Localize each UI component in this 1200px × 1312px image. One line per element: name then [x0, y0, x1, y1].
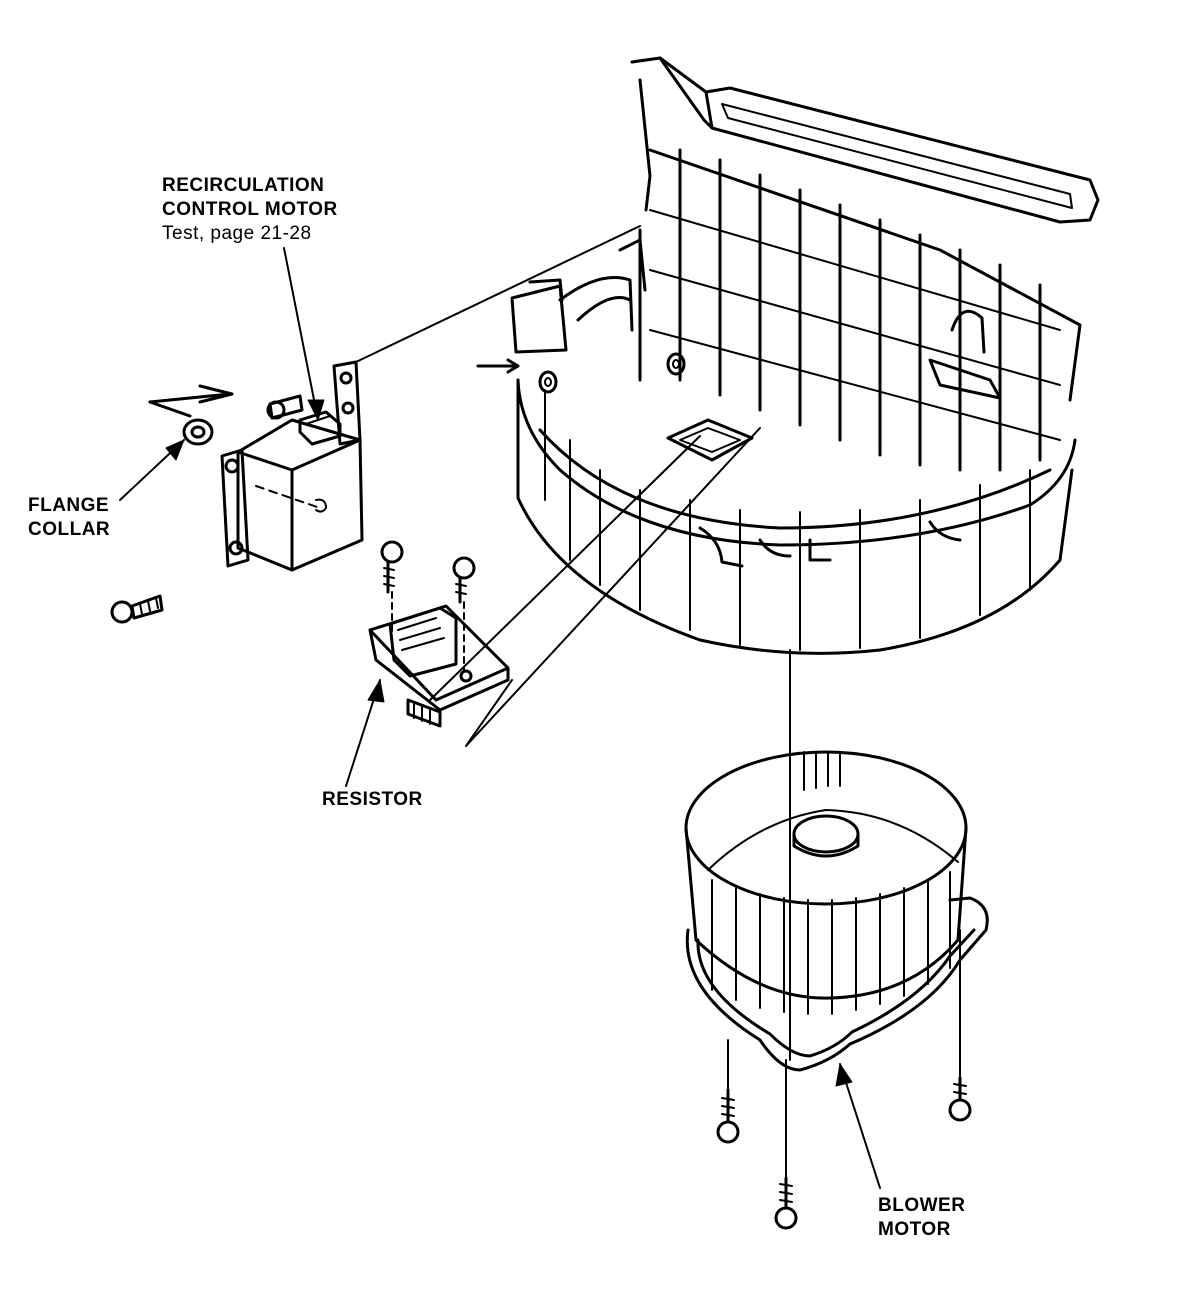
blower-housing — [478, 58, 1098, 653]
resistor-label: RESISTOR — [322, 788, 423, 812]
blower-label-line1: BLOWER — [878, 1195, 966, 1216]
leader-lines — [120, 226, 960, 1188]
recirculation-control-motor — [112, 362, 362, 622]
recirc-label-line2: CONTROL MOTOR — [162, 199, 338, 220]
flange-label-line2: COLLAR — [28, 519, 111, 540]
resistor-part — [370, 542, 508, 726]
resistor-label-text: RESISTOR — [322, 789, 423, 810]
blower-label-line2: MOTOR — [878, 1219, 951, 1240]
pointer-arrowheads — [166, 400, 852, 1086]
recirc-label-line1: RECIRCULATION — [162, 175, 325, 196]
recirc-label-line3: Test, page 21-28 — [162, 223, 312, 244]
blower-motor-label: BLOWER MOTOR — [878, 1194, 965, 1242]
recirculation-control-motor-label: RECIRCULATION CONTROL MOTOR Test, page 2… — [162, 174, 338, 246]
blower-motor-part — [686, 752, 987, 1228]
flange-collar-label: FLANGE COLLAR — [28, 494, 110, 542]
flange-label-line1: FLANGE — [28, 495, 110, 516]
